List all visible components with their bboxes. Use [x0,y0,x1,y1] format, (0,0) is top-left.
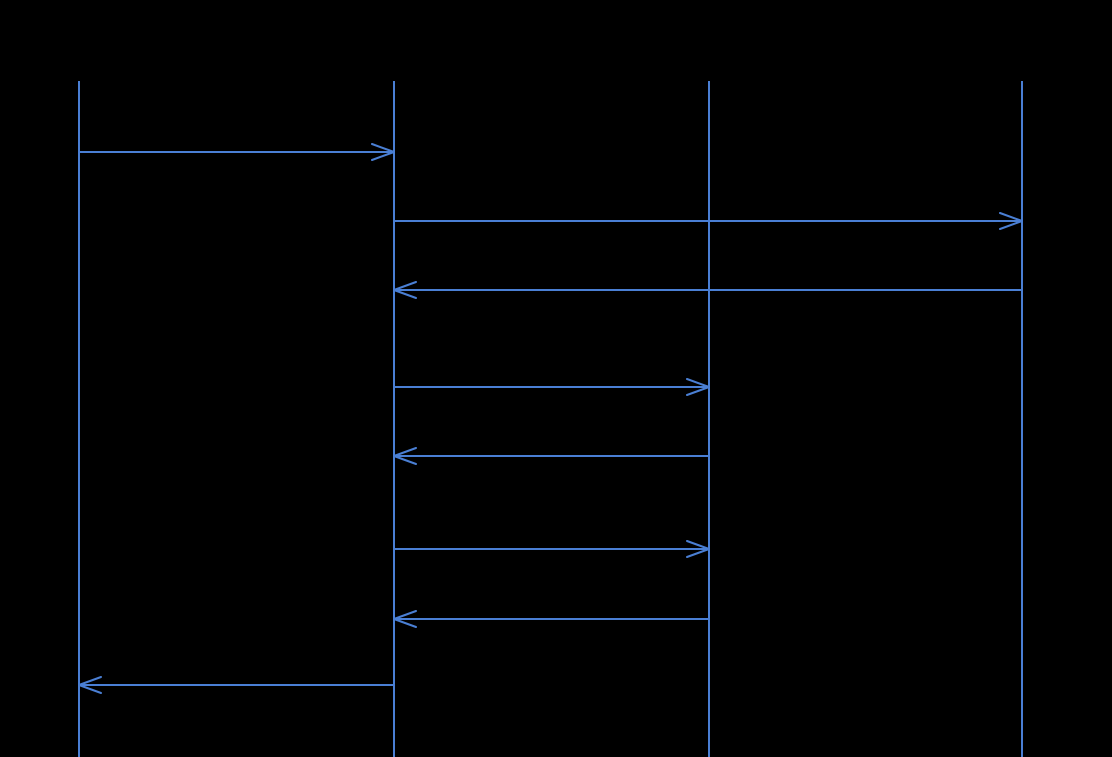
message-6 [394,540,710,558]
message-2 [394,212,1023,230]
messages-group [78,143,1023,694]
arrow-head-6 [686,540,710,558]
arrow-head-5 [393,447,417,465]
message-7 [393,610,709,628]
message-5 [393,447,709,465]
arrow-head-1 [371,143,395,161]
lifelines-group [78,81,1023,757]
message-8 [78,676,394,694]
message-4 [394,378,710,396]
message-3 [393,281,1022,299]
message-1 [79,143,395,161]
arrow-head-4 [686,378,710,396]
arrow-head-2 [999,212,1023,230]
arrow-head-3 [393,281,417,299]
arrow-head-7 [393,610,417,628]
arrow-head-8 [78,676,102,694]
